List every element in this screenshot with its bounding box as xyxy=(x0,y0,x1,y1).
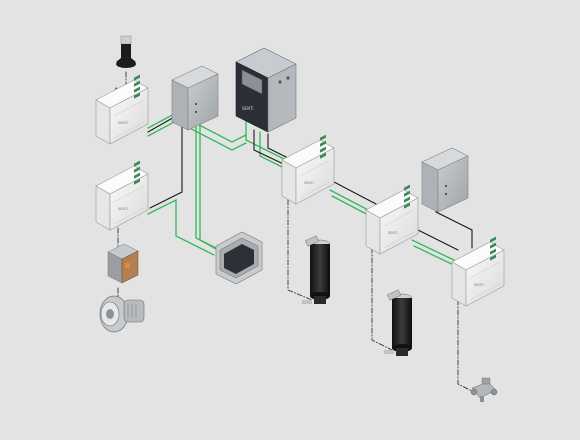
hmi-display xyxy=(215,231,263,285)
valve-icon xyxy=(470,377,498,402)
controller-logo: SENTi xyxy=(242,106,254,111)
filter-housing-icon xyxy=(384,289,413,356)
central-controller: SENTi xyxy=(235,47,297,133)
blower-icon xyxy=(99,295,145,333)
junction-box xyxy=(107,243,139,284)
filter-housing-icon xyxy=(302,235,331,304)
signal-tower-icon xyxy=(116,35,136,68)
